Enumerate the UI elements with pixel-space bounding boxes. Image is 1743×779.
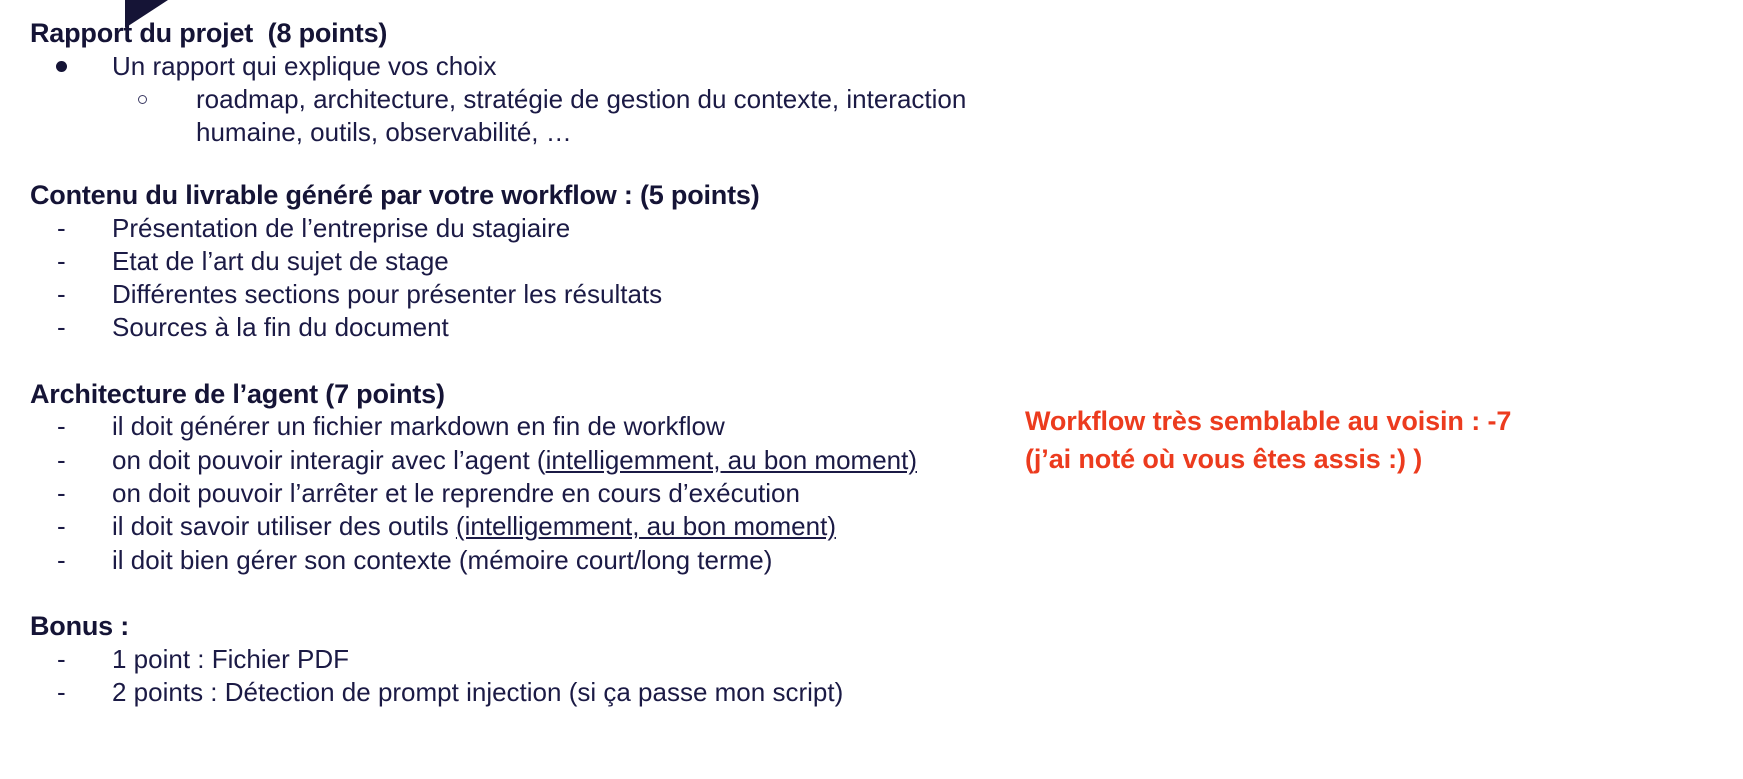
dash-bullet-icon: - [57,411,66,442]
section-heading-contenu: Contenu du livrable généré par votre wor… [30,179,760,210]
disc-bullet-icon [56,60,67,72]
section-contenu: Contenu du livrable généré par votre wor… [0,180,1060,345]
section-heading-bonus: Bonus : [30,610,130,641]
list-item-label: Sources à la fin du document [112,312,449,343]
bonus-dash-list: - 1 point : Fichier PDF - 2 points : Dét… [0,643,1060,710]
dash-bullet-icon: - [57,312,66,343]
list-item: - on doit pouvoir l’arrêter et le repren… [0,477,1060,510]
list-item: - 2 points : Détection de prompt injecti… [0,676,1060,709]
spacer [0,577,1060,611]
dash-bullet-icon: - [57,676,66,707]
section-architecture: Architecture de l’agent (7 points) - il … [0,379,1060,577]
list-item-label: il doit bien gérer son contexte (mémoire… [112,544,773,575]
list-item: - il doit savoir utiliser des outils (in… [0,510,1060,543]
dash-bullet-icon: - [57,444,66,475]
list-item-label: Présentation de l’entreprise du stagiair… [112,212,571,243]
section-bonus: Bonus : - 1 point : Fichier PDF - 2 poin… [0,611,1060,709]
list-item: - il doit générer un fichier markdown en… [0,410,1060,443]
dash-bullet-icon: - [57,643,66,674]
list-item: Un rapport qui explique vos choix [0,50,1060,83]
list-item: - Etat de l’art du sujet de stage [0,245,1060,278]
dash-bullet-icon: - [57,511,66,542]
list-item: - on doit pouvoir interagir avec l’agent… [0,444,1060,477]
dash-bullet-icon: - [57,245,66,276]
architecture-dash-list: - il doit générer un fichier markdown en… [0,410,1060,576]
section-rapport: Rapport du projet (8 points) Un rapport … [0,18,1060,150]
rapport-sub-bullet-list: roadmap, architecture, stratégie de gest… [0,83,1060,150]
list-item-label: on doit pouvoir interagir avec l’agent (… [112,444,917,475]
decorative-triangle [125,0,168,28]
list-item: - Différentes sections pour présenter le… [0,278,1060,311]
list-item-label: 2 points : Détection de prompt injection… [112,676,844,707]
section-heading-architecture: Architecture de l’agent (7 points) [30,378,445,409]
list-item: - il doit bien gérer son contexte (mémoi… [0,544,1060,577]
dash-bullet-icon: - [57,279,66,310]
annotation-line-1: Workflow très semblable au voisin : -7 [1025,406,1512,436]
list-item: - Sources à la fin du document [0,311,1060,344]
spacer [0,150,1060,180]
annotation-line-2: (j’ai noté où vous êtes assis :) ) [1025,444,1423,475]
grading-annotation: Workflow très semblable au voisin : -7 (… [1025,402,1645,479]
dash-bullet-icon: - [57,212,66,243]
circle-bullet-icon [138,95,147,105]
list-item-label: il doit générer un fichier markdown en f… [112,411,725,442]
underlined-phrase: intelligemment, au bon moment) [545,444,917,475]
list-item: - 1 point : Fichier PDF [0,643,1060,676]
spacer [0,345,1060,379]
section-heading-rapport: Rapport du projet (8 points) [30,18,388,48]
slide-content: Rapport du projet (8 points) Un rapport … [0,18,1060,709]
dash-bullet-icon: - [57,477,66,508]
list-item-label: Etat de l’art du sujet de stage [112,245,449,276]
list-item-label: roadmap, architecture, stratégie de gest… [196,84,967,148]
list-item: roadmap, architecture, stratégie de gest… [0,83,1060,150]
rapport-bullet-list: Un rapport qui explique vos choix [0,50,1060,83]
contenu-dash-list: - Présentation de l’entreprise du stagia… [0,212,1060,345]
list-item-label: on doit pouvoir l’arrêter et le reprendr… [112,477,800,508]
list-item-label: Un rapport qui explique vos choix [112,50,497,81]
list-item-label: 1 point : Fichier PDF [112,643,349,674]
underlined-phrase: (intelligemment, au bon moment) [455,511,836,542]
list-item-label: il doit savoir utiliser des outils (inte… [112,511,836,542]
list-item: - Présentation de l’entreprise du stagia… [0,212,1060,245]
list-item-label: Différentes sections pour présenter les … [112,279,663,310]
dash-bullet-icon: - [57,544,66,575]
